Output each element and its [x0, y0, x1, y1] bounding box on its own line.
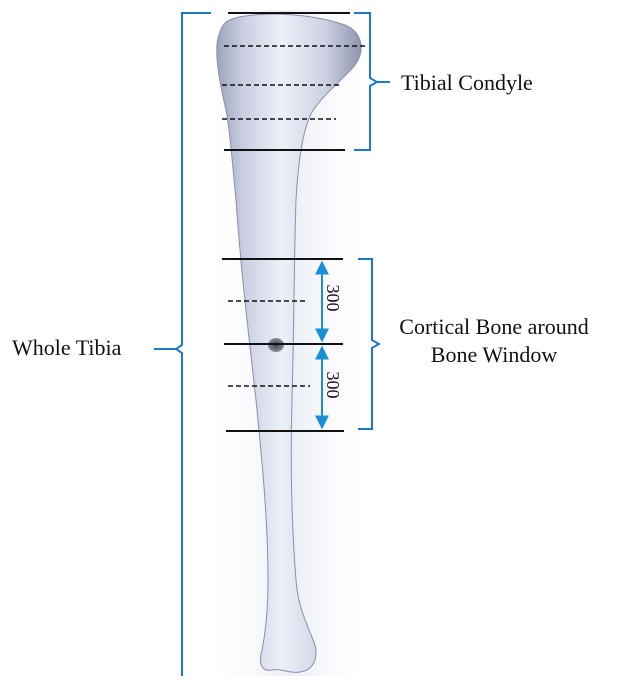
whole-tibia-label: Whole Tibia	[12, 335, 121, 361]
cortical-bone-label-line2: Bone Window	[380, 342, 608, 368]
upper-dimension-label: 300	[323, 285, 343, 312]
cortical-bone-label-line1: Cortical Bone around	[380, 314, 608, 340]
lower-dimension-label: 300	[323, 372, 343, 399]
tibial-condyle-label: Tibial Condyle	[401, 70, 533, 96]
